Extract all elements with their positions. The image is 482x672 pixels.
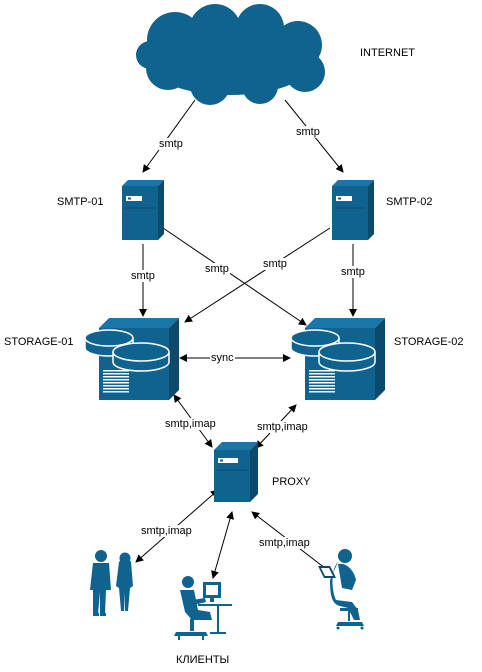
server-icon-proxy (214, 442, 258, 502)
server-icon-smtp1 (122, 180, 164, 240)
node-label-proxy: PROXY (272, 476, 311, 488)
node-label-internet: INTERNET (360, 47, 415, 59)
edge-smtp2-storage1 (184, 227, 331, 323)
connections (135, 99, 357, 579)
server-icon-smtp2 (332, 180, 374, 240)
node-label-clients: КЛИЕНТЫ (176, 654, 230, 666)
storage-icon-01 (84, 318, 179, 400)
edge-label-cloud-smtp1: smtp (158, 138, 184, 150)
edge-label-smtp1-storage2: smtp (204, 263, 230, 275)
edge-proxy-workstation (211, 511, 234, 579)
edge-label-proxy-business: smtp,imap (140, 525, 193, 537)
edge-label-cloud-smtp2: smtp (295, 126, 321, 138)
workstation-user-icon (174, 576, 232, 640)
edge-label-sync: sync (210, 352, 235, 364)
laptop-user-icon (318, 549, 364, 630)
edge-label-smtp1-storage1: smtp (130, 270, 156, 282)
edge-label-storage2-proxy: smtp,imap (256, 421, 309, 433)
edge-cloud-smtp1 (142, 99, 196, 173)
node-label-smtp2: SMTP-02 (386, 196, 433, 208)
cloud-icon (136, 4, 325, 105)
edge-label-proxy-laptop: smtp,imap (258, 537, 311, 549)
edge-label-smtp2-storage2: smtp (340, 266, 366, 278)
businesspeople-icon (90, 550, 133, 616)
edge-label-smtp2-storage1: smtp (262, 258, 288, 270)
node-label-smtp1: SMTP-01 (57, 196, 104, 208)
node-label-storage1: STORAGE-01 (4, 336, 74, 348)
storage-icon-02 (290, 318, 385, 400)
edge-smtp1-storage2 (162, 227, 307, 326)
edge-label-storage1-proxy: smtp,imap (164, 418, 217, 430)
node-label-storage2: STORAGE-02 (394, 336, 464, 348)
